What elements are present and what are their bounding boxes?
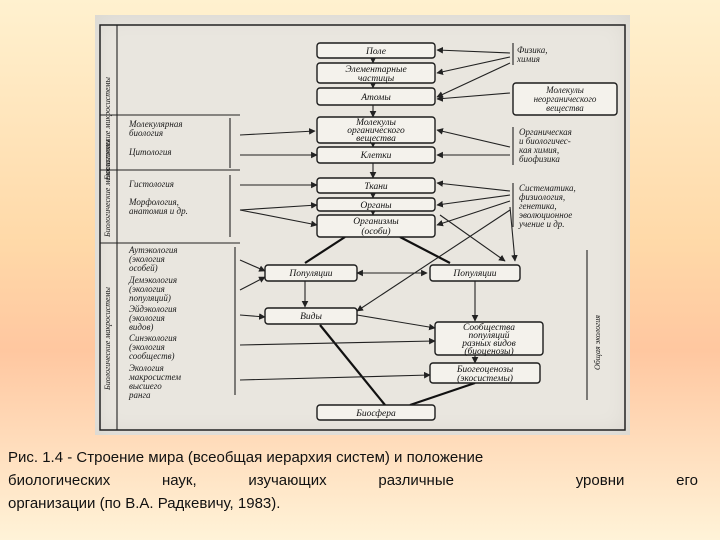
macro-label: Биологические макросистемы bbox=[103, 286, 112, 391]
svg-text:Морфология,: Морфология, bbox=[128, 197, 179, 207]
svg-text:Атомы: Атомы bbox=[360, 93, 391, 103]
outer-frame bbox=[99, 24, 626, 431]
svg-text:Физика,: Физика, bbox=[517, 45, 548, 55]
left-connectors bbox=[239, 128, 436, 381]
svg-text:ранга: ранга bbox=[128, 390, 151, 400]
svg-text:биофизика: биофизика bbox=[519, 154, 560, 164]
svg-text:Органическая: Органическая bbox=[519, 127, 572, 137]
svg-text:(экосистемы): (экосистемы) bbox=[457, 373, 513, 384]
box-cells bbox=[316, 146, 436, 164]
svg-text:генетика,: генетика, bbox=[519, 201, 557, 211]
general-ecology-label: Общая экология bbox=[593, 315, 602, 370]
hierarchy-diagram: Биологические микросистемы Биологические… bbox=[99, 24, 626, 431]
svg-text:разных видов: разных видов bbox=[461, 338, 516, 349]
svg-text:Цитология: Цитология bbox=[128, 147, 172, 157]
figure-caption: Рис. 1.4 - Строение мира (всеобщая иерар… bbox=[8, 446, 698, 515]
caption-line-1: Рис. 1.4 - Строение мира (всеобщая иерар… bbox=[8, 449, 484, 466]
svg-text:химия: химия bbox=[516, 54, 540, 64]
svg-text:Экология: Экология bbox=[129, 363, 164, 373]
svg-text:Гистология: Гистология bbox=[128, 179, 174, 189]
svg-text:Биосфера: Биосфера bbox=[355, 408, 396, 419]
svg-text:высшего: высшего bbox=[129, 381, 162, 391]
svg-text:физиология,: физиология, bbox=[519, 192, 565, 202]
right-connectors bbox=[356, 46, 518, 312]
svg-text:Эйдэкология: Эйдэкология bbox=[129, 304, 177, 314]
micro-label: Биологические микросистемы bbox=[103, 76, 112, 181]
svg-text:Молекулярная: Молекулярная bbox=[128, 119, 183, 129]
svg-text:популяций: популяций bbox=[468, 330, 509, 341]
svg-text:Систематика,: Систематика, bbox=[519, 183, 576, 193]
svg-text:Организмы: Организмы bbox=[353, 217, 399, 227]
svg-text:вещества: вещества bbox=[356, 134, 396, 144]
svg-text:Сообщества: Сообщества bbox=[463, 322, 515, 333]
box-organs bbox=[316, 197, 436, 212]
svg-text:неорганического: неорганического bbox=[534, 94, 597, 104]
box-biogeocenoses bbox=[429, 362, 541, 384]
svg-text:популяций): популяций) bbox=[129, 293, 171, 303]
svg-text:Поле: Поле bbox=[365, 47, 386, 57]
box-communities bbox=[434, 321, 544, 356]
svg-text:Виды: Виды bbox=[300, 311, 322, 322]
svg-text:Биогеоценозы: Биогеоценозы bbox=[456, 365, 514, 375]
box-inorganic-molecules bbox=[512, 82, 618, 116]
svg-text:и биологичес-: и биологичес- bbox=[519, 136, 571, 146]
svg-text:Популяции: Популяции bbox=[288, 269, 332, 279]
box-atoms bbox=[316, 87, 436, 106]
svg-text:(биоценозы): (биоценозы) bbox=[464, 346, 513, 357]
svg-text:(экология: (экология bbox=[129, 254, 165, 264]
box-organisms bbox=[316, 214, 436, 238]
svg-text:анатомия и др.: анатомия и др. bbox=[129, 206, 188, 216]
box-populations-right bbox=[429, 264, 521, 282]
svg-text:Молекулы: Молекулы bbox=[545, 85, 584, 95]
svg-text:частицы: частицы bbox=[358, 74, 395, 84]
box-field bbox=[316, 42, 436, 59]
svg-text:эволюционное: эволюционное bbox=[519, 210, 572, 220]
left-sciences: Молекулярная биология Цитология Гистолог… bbox=[128, 119, 188, 400]
svg-text:Молекулы: Молекулы bbox=[355, 118, 396, 128]
box-elementary-particles bbox=[316, 62, 436, 84]
svg-text:Синэкология: Синэкология bbox=[129, 333, 177, 343]
svg-text:Клетки: Клетки bbox=[360, 151, 392, 161]
svg-text:органического: органического bbox=[347, 126, 405, 136]
box-tissues bbox=[316, 177, 436, 194]
meso-label: Биологические мезосистемы bbox=[103, 139, 112, 238]
svg-text:(экология: (экология bbox=[129, 284, 165, 294]
svg-text:(экология: (экология bbox=[129, 313, 165, 323]
box-populations-left bbox=[264, 264, 358, 282]
svg-text:Аутэкология: Аутэкология bbox=[128, 245, 178, 255]
svg-text:вещества: вещества bbox=[546, 103, 584, 113]
svg-text:биология: биология bbox=[129, 128, 163, 138]
caption-line-2: биологических наук, изучающих различные … bbox=[8, 472, 698, 489]
svg-text:(экология: (экология bbox=[129, 342, 165, 352]
svg-text:особей): особей) bbox=[129, 263, 158, 273]
svg-text:учение и др.: учение и др. bbox=[518, 219, 565, 229]
right-sciences: Физика, химия Молекулы неорганического в… bbox=[512, 43, 618, 229]
svg-text:Демэкология: Демэкология bbox=[128, 275, 177, 285]
svg-text:Органы: Органы bbox=[360, 201, 392, 211]
svg-text:Популяции: Популяции bbox=[452, 269, 496, 279]
box-organic-molecules bbox=[316, 116, 436, 144]
diagram-scan: Биологические микросистемы Биологические… bbox=[95, 15, 630, 435]
svg-text:кая химия,: кая химия, bbox=[519, 145, 559, 155]
caption-line-3: организации (по В.А. Радкевичу, 1983). bbox=[8, 495, 281, 512]
svg-text:(особи): (особи) bbox=[361, 226, 390, 237]
svg-text:макросистем: макросистем bbox=[128, 372, 181, 382]
svg-text:сообществ): сообществ) bbox=[129, 351, 174, 361]
svg-text:Элементарные: Элементарные bbox=[345, 65, 406, 75]
box-species bbox=[264, 307, 358, 325]
svg-text:Ткани: Ткани bbox=[364, 182, 388, 192]
box-biosphere bbox=[316, 404, 436, 421]
svg-text:видов): видов) bbox=[129, 322, 153, 332]
